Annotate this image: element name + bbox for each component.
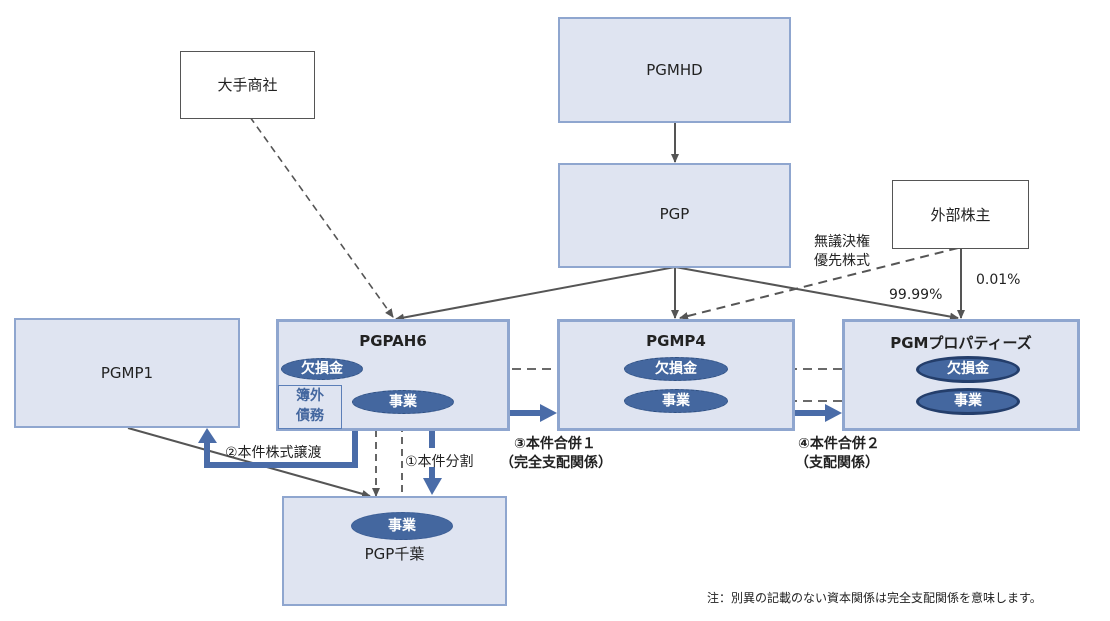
pgm-properties-deficit-ellipse[interactable]: 欠損金 — [916, 356, 1020, 383]
nonvoting-label-line1: 無議決権 — [814, 234, 870, 250]
split-arrowhead — [423, 478, 442, 495]
external-shareholders-label: 外部株主 — [930, 206, 991, 224]
pgm-properties-label: PGMプロパティーズ — [890, 334, 1032, 352]
external-shareholders-box[interactable]: 外部株主 — [892, 180, 1029, 249]
pgpah6-label: PGPAH6 — [359, 332, 427, 350]
step3-label-line1: ③本件合併１ — [514, 436, 596, 452]
off-book-debt-line2: 債務 — [296, 408, 324, 424]
share-transfer-arrowhead — [198, 428, 217, 443]
pgmp4-deficit-ellipse[interactable]: 欠損金 — [624, 357, 728, 381]
pgp-chiba-label: PGP千葉 — [364, 545, 425, 563]
merger2-arrowhead — [825, 404, 842, 422]
pgmhd-label: PGMHD — [646, 61, 703, 79]
share-transfer-arrow — [204, 430, 358, 468]
pct-pgp-label: 99.99% — [889, 287, 943, 303]
footnote: 注：別異の記載のない資本関係は完全支配関係を意味します。 — [707, 591, 1042, 605]
pgm-properties-business-ellipse[interactable]: 事業 — [916, 388, 1020, 415]
trading-company-label: 大手商社 — [217, 76, 278, 94]
step2-label: ②本件株式譲渡 — [225, 445, 322, 461]
trading-to-pgpah6-line — [249, 116, 394, 318]
external-to-pgmp4-line — [679, 247, 959, 320]
step1-label: ①本件分割 — [405, 454, 474, 470]
pgp-to-pgmprop-line — [674, 266, 959, 321]
pgp-chiba-business-ellipse[interactable]: 事業 — [351, 512, 453, 540]
pgmp4-business-ellipse[interactable]: 事業 — [624, 389, 728, 413]
nonvoting-label-line2: 優先株式 — [814, 253, 870, 269]
pgmp4-label: PGMP4 — [646, 332, 706, 350]
pgpah6-deficit-ellipse[interactable]: 欠損金 — [281, 358, 363, 380]
pgmp1-label: PGMP1 — [100, 364, 154, 382]
step3-label-line2: （完全支配関係） — [500, 455, 612, 471]
pgp-box[interactable]: PGP — [558, 163, 791, 268]
off-book-debt-line1: 簿外 — [296, 388, 324, 404]
step4-label-line2: （支配関係） — [795, 455, 879, 471]
pct-external-label: 0.01% — [976, 272, 1021, 288]
pgp-to-pgpah6-line — [395, 266, 676, 322]
merger1-arrowhead — [540, 404, 557, 422]
pgmp1-box[interactable]: PGMP1 — [14, 318, 240, 428]
pgmhd-box[interactable]: PGMHD — [558, 17, 791, 123]
trading-company-box[interactable]: 大手商社 — [180, 51, 315, 119]
pgp-label: PGP — [659, 205, 690, 223]
step4-label-line1: ④本件合併２ — [798, 436, 880, 452]
pgpah6-business-ellipse[interactable]: 事業 — [352, 390, 454, 414]
off-book-debt-box[interactable]: 簿外 債務 — [278, 385, 342, 429]
